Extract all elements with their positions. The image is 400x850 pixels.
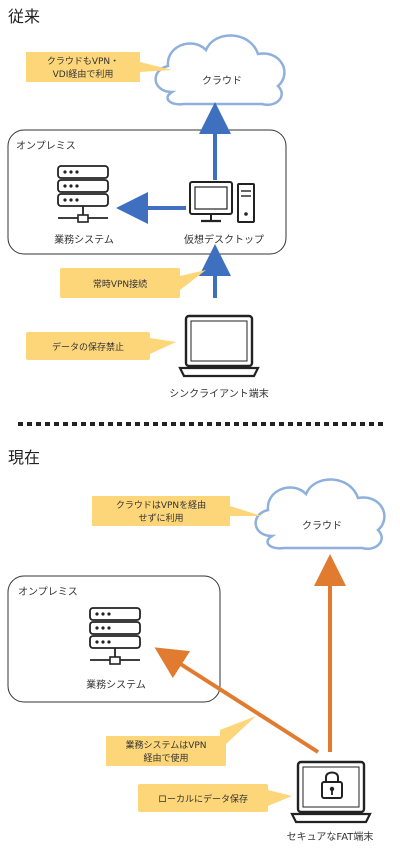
cloud-icon [254,478,386,551]
onprem-box-before [7,129,287,255]
callout-vpn [60,268,206,298]
server-icon [89,607,141,665]
virtual-desktop-label: 仮想デスクトップ [184,233,264,246]
callout-cloud-before-line2: VDI経由で利用 [53,68,114,80]
business-system-label-after: 業務システム [86,678,146,691]
callout-nosave-text: データの保存禁止 [52,341,124,353]
callout-system-after-line1: 業務システムはVPN [125,739,206,751]
onprem-label-after: オンプレミス [18,586,78,598]
callout-vpn-text: 常時VPN接続 [93,278,147,290]
fat-terminal-label: セキュアなFAT端末 [287,830,374,843]
section-title-after: 現在 [8,448,40,467]
callout-cloud-before [26,52,172,82]
laptop-icon [178,314,260,378]
callout-cloud-before-line1: クラウドもVPN・ [47,56,119,67]
callout-system-after-line2: 経由で使用 [143,752,188,764]
lock-icon [321,771,343,799]
callout-local-text: ローカルにデータ保存 [158,793,248,805]
callout-nosave [26,332,176,360]
callout-system-after [106,716,256,766]
callout-local [138,784,292,812]
arrow-fat-to-system [154,647,320,754]
onprem-label-before: オンプレミス [16,140,76,152]
thin-client-label: シンクライアント端末 [169,387,269,400]
business-system-label-before: 業務システム [54,233,114,246]
cloud-label-before: クラウド [202,75,242,87]
callout-cloud-after [92,496,262,526]
server-icon [57,165,109,223]
callout-cloud-after-line1: クラウドはVPNを経由 [116,499,206,511]
desktop-pc-icon [189,181,255,223]
callout-cloud-after-line2: せずに利用 [138,512,183,524]
cloud-label-after: クラウド [302,520,342,532]
cloud-icon [154,34,286,107]
onprem-box-after [7,575,221,703]
section-title-before: 従来 [8,7,40,26]
